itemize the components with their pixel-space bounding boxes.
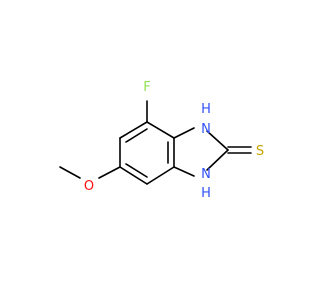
bond-o-ch3 (59, 166, 81, 179)
bond-n3-c7a (173, 166, 195, 177)
bonds (59, 100, 252, 185)
fluorine-label: F (143, 80, 150, 95)
bond-inner-3 (125, 163, 148, 178)
nh-top-n-label: N (201, 122, 211, 137)
nh-bottom-h-label: H (201, 186, 211, 201)
bond-n1-c2 (206, 130, 229, 151)
bond-c5-c4 (119, 121, 148, 139)
bond-c4-c4a (146, 121, 175, 139)
bond-c2-n3 (206, 149, 229, 171)
oxygen-label: O (84, 179, 94, 194)
bond-inner-1 (125, 128, 148, 143)
structure-canvas: F H N N H S O (59, 80, 265, 201)
sulfur-label: S (256, 144, 264, 159)
nh-bottom-n-label: N (201, 167, 211, 182)
molecule-diagram: F H N N H S O (59, 80, 264, 201)
bond-c7-c6 (119, 166, 148, 185)
bond-c4a-n1 (173, 127, 195, 139)
bond-c7a-c7 (146, 166, 175, 185)
bond-c6-o (98, 166, 121, 179)
nh-top-h-label: H (201, 102, 211, 117)
